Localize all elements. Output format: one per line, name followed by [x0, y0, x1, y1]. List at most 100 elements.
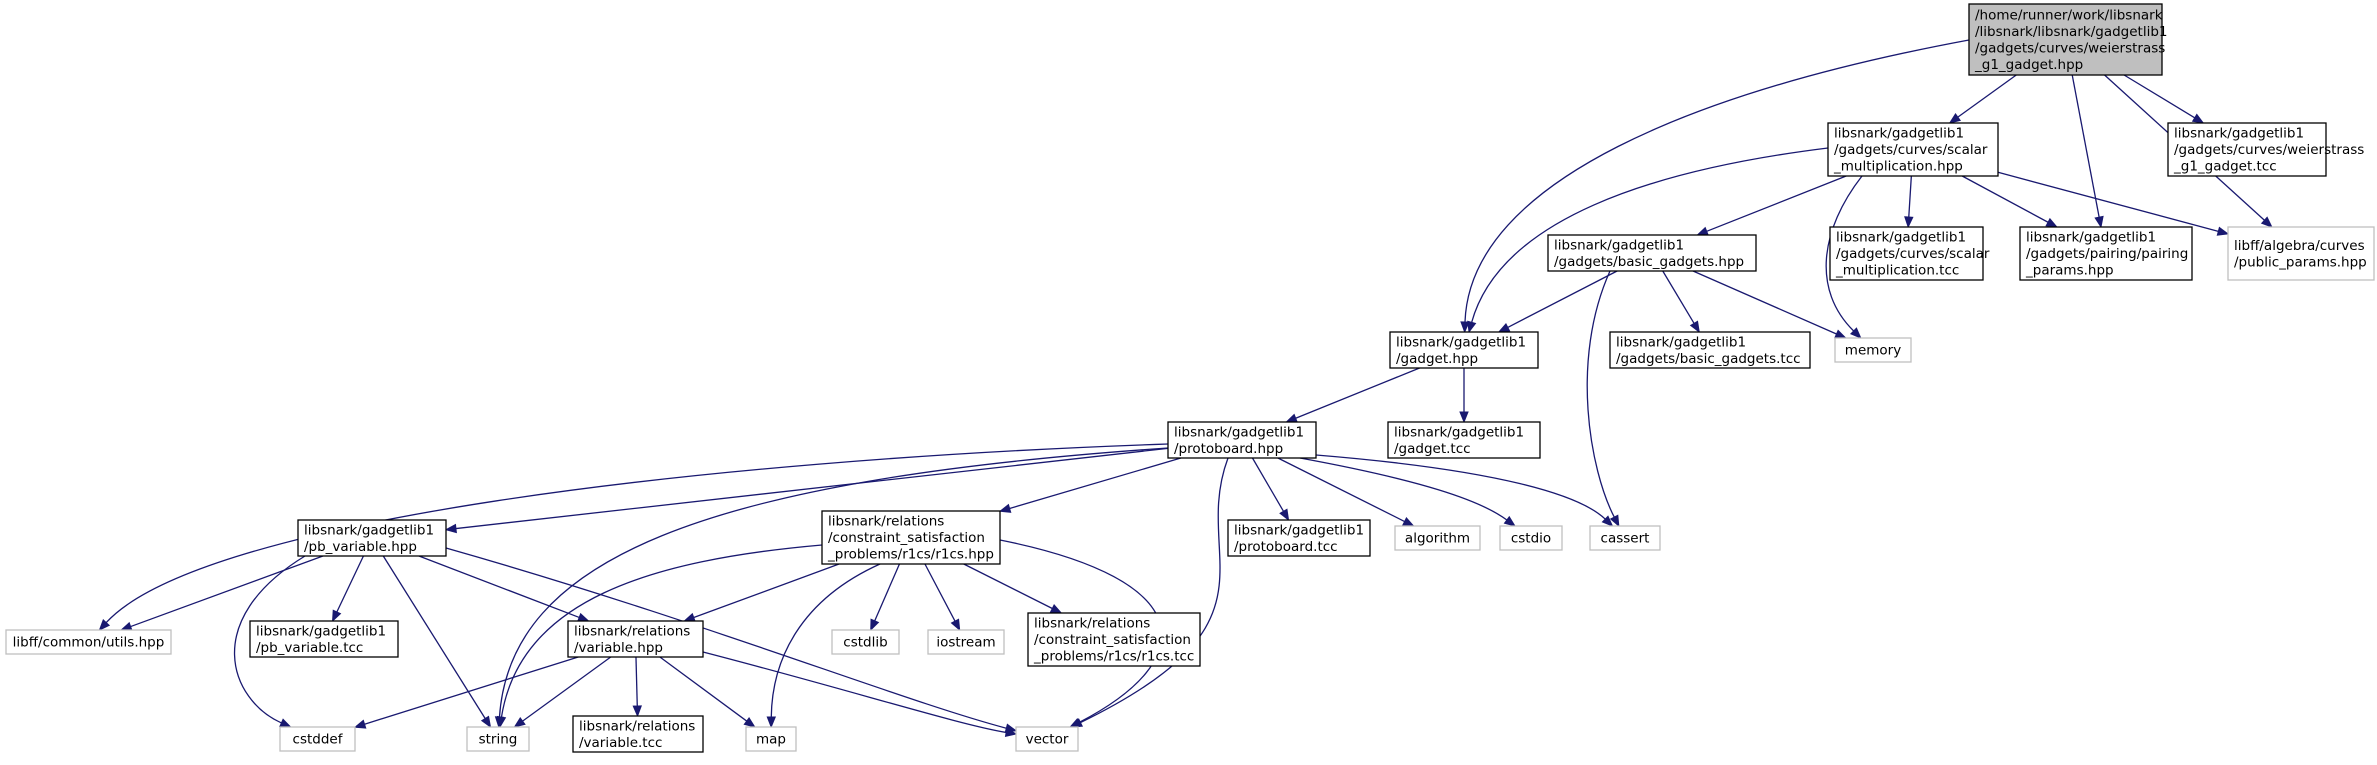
node-box: [249, 620, 399, 658]
node-variable-tcc[interactable]: libsnark/relations/variable.tcc: [572, 715, 704, 753]
node-box: [1389, 331, 1539, 369]
node-string[interactable]: string: [466, 726, 530, 752]
edge-line: [874, 563, 901, 622]
node-label-line: libsnark/gadgetlib1: [1396, 334, 1526, 350]
node-protoboard-hpp[interactable]: libsnark/gadgetlib1/protoboard.hpp: [1167, 421, 1317, 459]
node-basic-gadgets-hpp[interactable]: libsnark/gadgetlib1/gadgets/basic_gadget…: [1547, 234, 1757, 272]
edge-scalar_mult_hpp-to-memory: [1825, 175, 1863, 339]
edge-r1cs_hpp-to-variable_hpp: [683, 563, 840, 622]
edge-line: [455, 447, 1169, 530]
edge-line: [1464, 39, 1970, 323]
node-r1cs-hpp[interactable]: libsnark/relations/constraint_satisfacti…: [821, 510, 1001, 565]
edge-root-to-pairing_params: [2071, 74, 2104, 229]
node-label-line: /gadgets/curves/weierstrass: [1975, 40, 2165, 56]
node-box: [572, 715, 704, 753]
edge-protoboard_hpp-to-string: [494, 447, 1169, 729]
arrowhead-icon: [353, 719, 367, 729]
node-label-line: /pb_variable.hpp: [304, 539, 417, 555]
edge-basic_gadgets_hpp-to-cassert: [1586, 270, 1620, 528]
node-memory[interactable]: memory: [1834, 337, 1912, 363]
node-box: [1609, 331, 1811, 369]
node-box: [1968, 3, 2163, 76]
edge-scalar_mult_hpp-to-public_params: [1997, 171, 2230, 236]
edge-scalar_mult_hpp-to-gadget_hpp: [1467, 147, 1829, 334]
node-label-line: /gadgets/basic_gadgets.hpp: [1554, 254, 1744, 270]
arrowhead-icon: [1285, 413, 1298, 423]
arrowhead-icon: [513, 716, 526, 728]
node-box: [1387, 421, 1541, 459]
node-box: [1394, 525, 1481, 551]
arrowhead-icon: [480, 715, 492, 729]
node-scalar-mult-hpp[interactable]: libsnark/gadgetlib1/gadgets/curves/scala…: [1827, 122, 1999, 177]
node-box: [1589, 525, 1661, 551]
node-label-line: cstdlib: [843, 635, 887, 651]
node-utils-hpp[interactable]: libff/common/utils.hpp: [5, 629, 172, 655]
arrowhead-icon: [1402, 517, 1415, 527]
node-label-line: /variable.tcc: [579, 735, 662, 751]
edge-basic_gadgets_hpp-to-basic_gadgets_tcc: [1662, 270, 1700, 334]
node-label-line: _params.hpp: [2025, 263, 2114, 279]
edge-line: [2123, 74, 2196, 119]
edge-line: [105, 443, 1169, 624]
node-iostream[interactable]: iostream: [927, 629, 1005, 655]
node-label-line: /gadget.hpp: [1396, 351, 1478, 367]
node-basic-gadgets-tcc[interactable]: libsnark/gadgetlib1/gadgets/basic_gadget…: [1609, 331, 1811, 369]
node-label-line: libff/algebra/curves: [2234, 238, 2365, 254]
edge-scalar_mult_hpp-to-scalar_mult_tcc: [1904, 175, 1914, 229]
node-box: [821, 510, 1001, 565]
node-gadget-hpp[interactable]: libsnark/gadgetlib1/gadget.hpp: [1389, 331, 1539, 369]
node-pb-variable-tcc[interactable]: libsnark/gadgetlib1/pb_variable.tcc: [249, 620, 399, 658]
node-label-line: libsnark/relations: [579, 718, 695, 734]
edges-layer: [98, 39, 2273, 738]
node-cassert[interactable]: cassert: [1589, 525, 1661, 551]
edge-r1cs_hpp-to-map: [766, 563, 881, 729]
node-box: [567, 620, 704, 658]
edge-line: [963, 563, 1053, 610]
node-weier-tcc[interactable]: libsnark/gadgetlib1/gadgets/curves/weier…: [2167, 122, 2364, 177]
arrowhead-icon: [1460, 321, 1470, 334]
node-label-line: algorithm: [1405, 531, 1470, 547]
node-gadget-tcc[interactable]: libsnark/gadgetlib1/gadget.tcc: [1387, 421, 1541, 459]
edge-root-to-weier_tcc: [2123, 74, 2205, 124]
edge-line: [1471, 147, 1829, 323]
edge-line: [498, 447, 1169, 718]
node-public-params[interactable]: libff/algebra/curves/public_params.hpp: [2227, 226, 2375, 281]
node-pairing-params[interactable]: libsnark/gadgetlib1/gadgets/pairing/pair…: [2019, 226, 2193, 281]
edge-line: [635, 656, 638, 707]
node-label-line: /constraint_satisfaction: [1034, 632, 1191, 648]
node-algorithm[interactable]: algorithm: [1394, 525, 1481, 551]
edge-protoboard_hpp-to-vector: [1070, 457, 1229, 728]
arrowhead-icon: [1503, 515, 1516, 527]
node-cstdlib[interactable]: cstdlib: [831, 629, 900, 655]
edge-line: [1961, 175, 2049, 223]
node-label-line: libsnark/gadgetlib1: [2026, 230, 2156, 246]
edge-line: [1706, 175, 1847, 232]
node-scalar-mult-tcc[interactable]: libsnark/gadgetlib1/gadgets/curves/scala…: [1829, 226, 1990, 281]
node-vector[interactable]: vector: [1015, 726, 1079, 752]
node-map[interactable]: map: [745, 726, 797, 752]
node-label-line: /constraint_satisfaction: [828, 530, 985, 546]
node-cstdio[interactable]: cstdio: [1499, 525, 1563, 551]
edge-line: [1662, 270, 1695, 324]
edge-line: [1586, 270, 1615, 518]
node-label-line: libsnark/relations: [1034, 616, 1150, 632]
edge-variable_hpp-to-cstddef: [353, 656, 579, 729]
node-box: [2019, 226, 2193, 281]
node-label-line: map: [756, 732, 786, 748]
node-label-line: /gadgets/curves/weierstrass: [2174, 142, 2364, 158]
node-label-line: /gadgets/pairing/pairing: [2026, 246, 2188, 262]
node-protoboard-tcc[interactable]: libsnark/gadgetlib1/protoboard.tcc: [1227, 519, 1371, 557]
edge-line: [659, 656, 748, 722]
node-cstddef[interactable]: cstddef: [279, 726, 356, 752]
edge-r1cs_hpp-to-string: [496, 544, 823, 729]
node-label-line: string: [479, 732, 518, 748]
arrowhead-icon: [496, 715, 507, 729]
node-label-line: libsnark/relations: [828, 514, 944, 530]
edge-line: [1277, 457, 1405, 523]
node-box: [1547, 234, 1757, 272]
node-r1cs-tcc[interactable]: libsnark/relations/constraint_satisfacti…: [1027, 612, 1201, 667]
node-label-line: libsnark/gadgetlib1: [2174, 126, 2304, 142]
node-variable-hpp[interactable]: libsnark/relations/variable.hpp: [567, 620, 704, 658]
node-pb-variable-hpp[interactable]: libsnark/gadgetlib1/pb_variable.hpp: [297, 519, 447, 557]
node-box: [5, 629, 172, 655]
